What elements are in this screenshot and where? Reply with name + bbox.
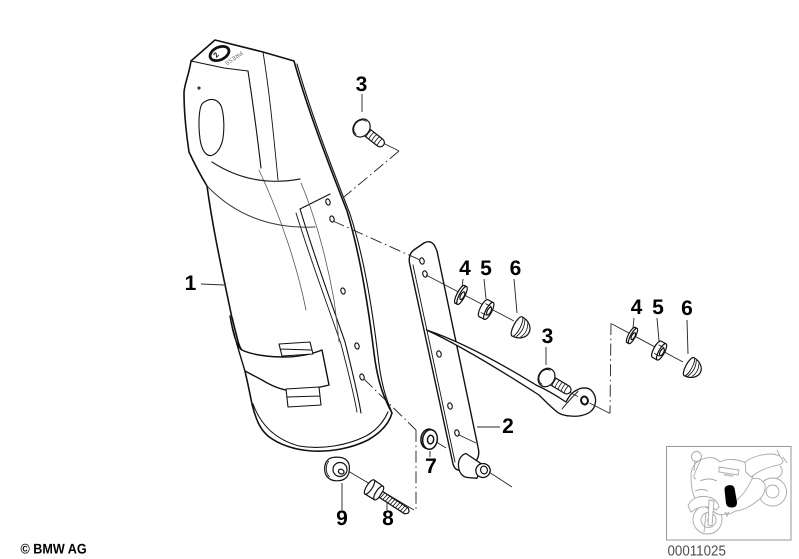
svg-text:3: 3 bbox=[356, 73, 368, 96]
svg-text:© BMW AG: © BMW AG bbox=[21, 541, 87, 557]
svg-text:7: 7 bbox=[425, 455, 437, 478]
svg-text:2: 2 bbox=[211, 50, 221, 59]
svg-text:6: 6 bbox=[510, 257, 522, 280]
svg-text:5: 5 bbox=[480, 257, 492, 280]
svg-text:2: 2 bbox=[502, 415, 514, 438]
svg-text:8: 8 bbox=[382, 507, 394, 530]
svg-text:1: 1 bbox=[185, 272, 197, 295]
svg-text:6: 6 bbox=[681, 297, 693, 320]
svg-text:5: 5 bbox=[652, 296, 664, 319]
svg-text:3: 3 bbox=[542, 325, 554, 348]
svg-text:00011025: 00011025 bbox=[668, 544, 726, 559]
svg-text:4: 4 bbox=[459, 257, 471, 280]
svg-text:4: 4 bbox=[631, 296, 643, 319]
svg-text:9: 9 bbox=[336, 507, 348, 530]
